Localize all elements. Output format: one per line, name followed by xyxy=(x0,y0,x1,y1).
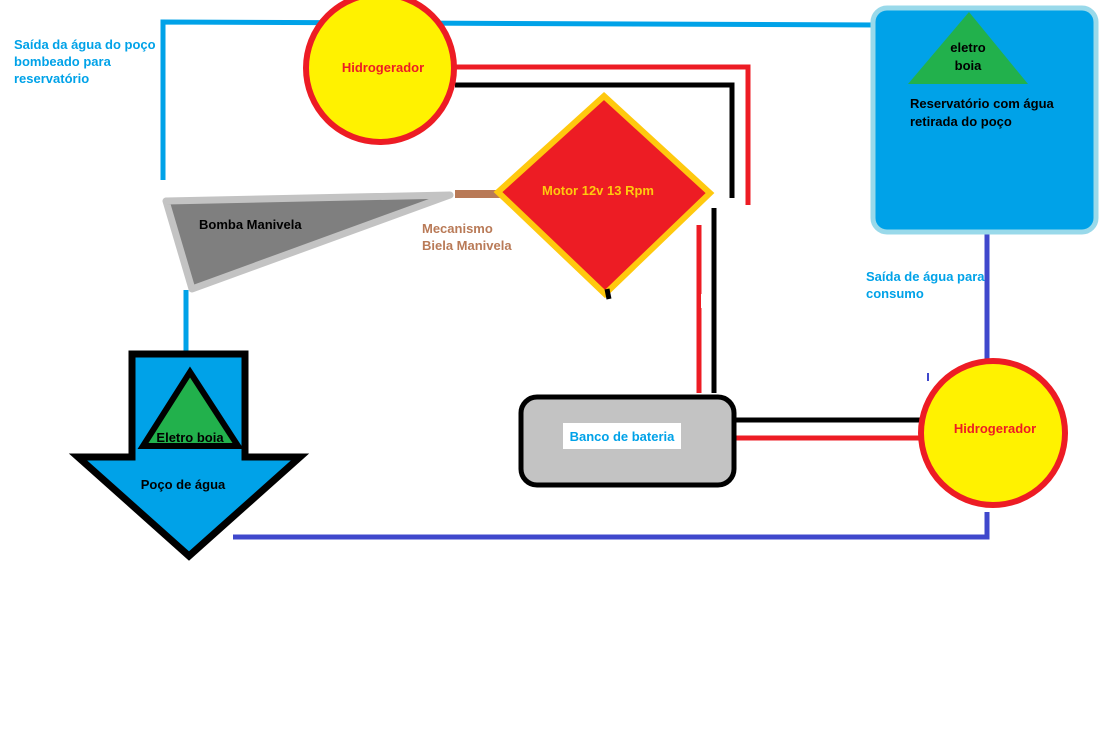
consumption-outlet-line-1: Saída de água para xyxy=(866,269,985,284)
well-outlet-line-2: bombeado para xyxy=(14,54,111,69)
motor-shaft xyxy=(604,288,612,300)
motor-label: Motor 12v 13 Rpm xyxy=(542,183,654,198)
reservoir-float-triangle xyxy=(908,12,1028,84)
well-label: Poço de água xyxy=(141,477,226,492)
hydrogenerator-top xyxy=(303,0,457,145)
hydrogenerator-right xyxy=(918,358,1068,508)
hydrogenerator-top-label: Hidrogerador xyxy=(342,60,424,75)
reservoir-label-2: retirada do poço xyxy=(910,114,1012,129)
well-outlet-line-3: reservatório xyxy=(14,71,90,86)
well xyxy=(68,350,310,561)
wire-junction-mark xyxy=(701,294,707,308)
battery-bank-label: Banco de bateria xyxy=(570,429,676,444)
motor xyxy=(493,91,715,299)
well-outlet-line-1: Saída da água do poço xyxy=(14,37,156,52)
well-outlet-note: Saída da água do poço bombeado para rese… xyxy=(14,36,156,87)
well-float-triangle xyxy=(137,366,244,449)
wire-negative-top xyxy=(455,82,735,198)
battery-label-box xyxy=(563,423,681,449)
reservoir-label-1: Reservatório com água xyxy=(910,96,1055,111)
wire-positive-top xyxy=(455,64,751,205)
crank-mechanism-note: Mecanismo Biela Manivela xyxy=(422,220,512,254)
crank-mechanism-line-2: Biela Manivela xyxy=(422,238,512,253)
crank-pump xyxy=(162,191,454,293)
reservoir-float-label-1: eletro xyxy=(950,40,985,55)
well-float-label: Eletro boia xyxy=(156,430,224,445)
pipe-generator-to-well xyxy=(233,512,990,540)
hydrogenerator-right-label: Hidrogerador xyxy=(954,421,1036,436)
consumption-outlet-line-2: consumo xyxy=(866,286,924,301)
crank-mechanism-line-1: Mecanismo xyxy=(422,221,493,236)
pipe-well-to-reservoir xyxy=(160,19,881,180)
reservoir-float-label-2: boia xyxy=(955,58,982,73)
crank-pump-label: Bomba Manivela xyxy=(199,217,302,232)
consumption-outlet-note: Saída de água para consumo xyxy=(866,268,985,302)
